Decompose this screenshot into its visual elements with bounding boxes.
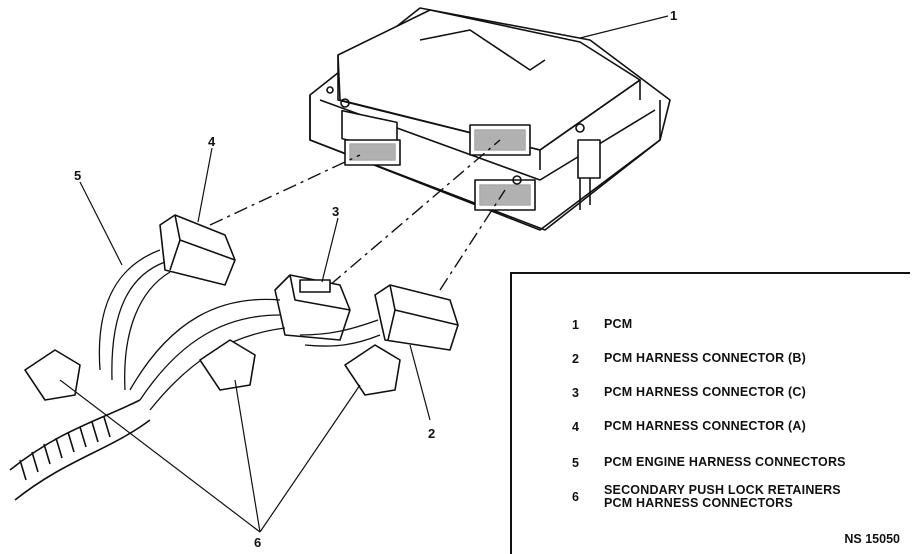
legend-number: 5 (572, 456, 580, 470)
callout-3: 3 (332, 204, 339, 219)
legend-number: 2 (572, 352, 580, 366)
retainers (24, 339, 401, 401)
leader-lines (59, 15, 669, 533)
legend-item: 4 PCM HARNESS CONNECTOR (A) (572, 419, 806, 435)
legend-item: 1 PCM (572, 317, 633, 333)
legend-number: 3 (572, 386, 580, 400)
callout-2: 2 (428, 426, 435, 441)
legend-label: PCM (604, 317, 633, 331)
legend-label-line: SECONDARY PUSH LOCK RETAINERS (604, 483, 841, 497)
legend-number: 1 (572, 318, 580, 332)
legend-box: 1 PCM 2 PCM HARNESS CONNECTOR (B) 3 PCM … (510, 272, 910, 554)
callout-6: 6 (254, 535, 261, 550)
legend-label: PCM HARNESS CONNECTOR (A) (604, 419, 806, 433)
legend-number: 6 (572, 490, 580, 504)
legend-label: PCM HARNESS CONNECTOR (B) (604, 351, 806, 365)
figure-id: NS 15050 (844, 532, 900, 546)
legend-item: 2 PCM HARNESS CONNECTOR (B) (572, 351, 806, 367)
legend-item: 6 SECONDARY PUSH LOCK RETAINERS PCM HARN… (572, 484, 841, 510)
legend-item: 5 PCM ENGINE HARNESS CONNECTORS (572, 455, 846, 471)
connector-a (159, 214, 236, 286)
connector-c (274, 274, 351, 341)
callout-1: 1 (670, 8, 677, 23)
legend-label: PCM HARNESS CONNECTOR (C) (604, 385, 806, 399)
alignment-lines (209, 139, 506, 291)
harness-conduit (9, 399, 151, 501)
callout-4: 4 (208, 134, 216, 149)
legend-label-line: PCM HARNESS CONNECTORS (604, 496, 793, 510)
pcm-module (309, 7, 671, 231)
legend-label: PCM ENGINE HARNESS CONNECTORS (604, 455, 846, 469)
legend-item: 3 PCM HARNESS CONNECTOR (C) (572, 385, 806, 401)
harness-wires (98, 249, 381, 411)
legend-number: 4 (572, 420, 580, 434)
connector-b (374, 284, 459, 351)
callout-5: 5 (74, 168, 81, 183)
legend-label: SECONDARY PUSH LOCK RETAINERS PCM HARNES… (604, 484, 841, 510)
